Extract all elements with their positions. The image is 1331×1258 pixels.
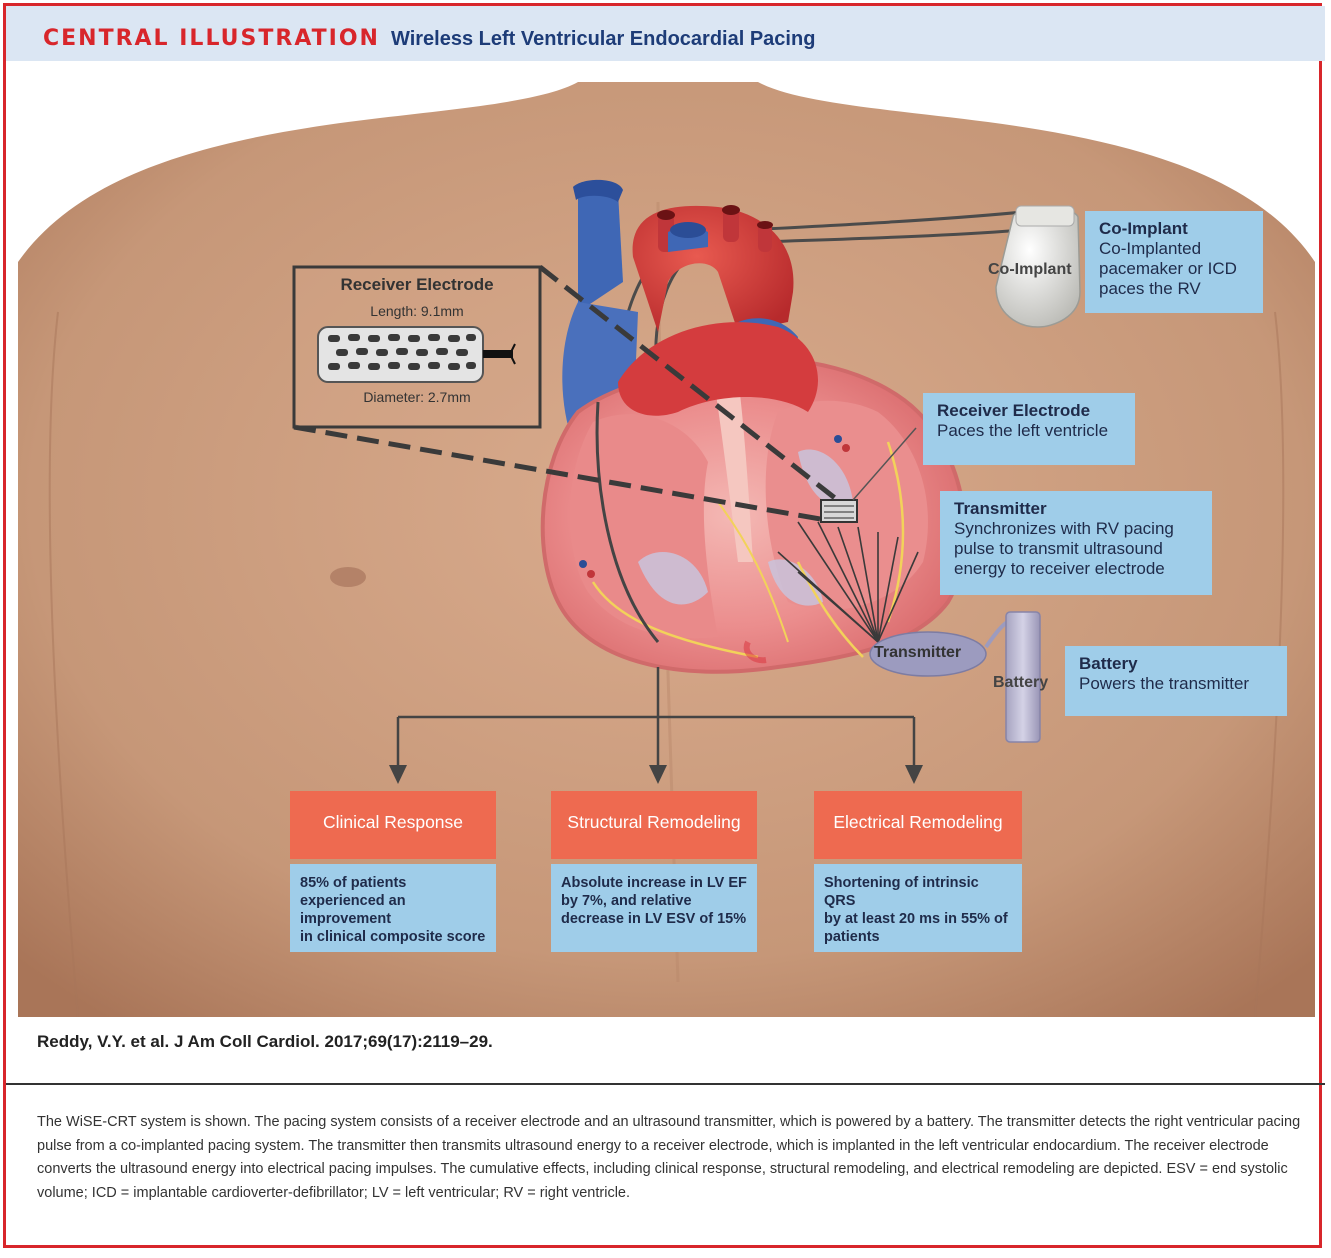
- battery-label: Battery: [993, 674, 1048, 692]
- callout-receiver-title: Receiver Electrode: [937, 401, 1121, 421]
- callout-co-implant-line: Co-Implanted: [1099, 239, 1249, 259]
- outcome-electrical-body: Shortening of intrinsic QRS by at least …: [814, 864, 1022, 952]
- callout-co-implant-line: paces the RV: [1099, 279, 1249, 299]
- divider: [6, 1083, 1325, 1085]
- callout-receiver-line: Paces the left ventricle: [937, 421, 1121, 441]
- transmitter-label: Transmitter: [874, 644, 961, 662]
- co-implant-label: Co-Implant: [988, 261, 1072, 279]
- inset-length: Length: 9.1mm: [294, 303, 540, 319]
- inset-diameter: Diameter: 2.7mm: [294, 389, 540, 405]
- outcome-structural-header: Structural Remodeling: [551, 791, 757, 859]
- outcome-structural-line: decrease in LV ESV of 15%: [561, 910, 747, 928]
- callout-transmitter-line: Synchronizes with RV pacing: [954, 519, 1198, 539]
- figure-header: CENTRAL ILLUSTRATION Wireless Left Ventr…: [6, 6, 1325, 61]
- outcome-structural-line: Absolute increase in LV EF: [561, 874, 747, 892]
- callout-battery-title: Battery: [1079, 654, 1273, 674]
- callout-transmitter-line: pulse to transmit ultrasound: [954, 539, 1198, 559]
- outcome-structural-body: Absolute increase in LV EF by 7%, and re…: [551, 864, 757, 952]
- citation: Reddy, V.Y. et al. J Am Coll Cardiol. 20…: [37, 1032, 493, 1052]
- outcome-structural-line: by 7%, and relative: [561, 892, 747, 910]
- callout-receiver: Receiver Electrode Paces the left ventri…: [923, 393, 1135, 465]
- outcome-electrical-header: Electrical Remodeling: [814, 791, 1022, 859]
- outcome-electrical-line: patients: [824, 928, 1012, 946]
- callout-battery-line: Powers the transmitter: [1079, 674, 1273, 694]
- figure-caption: The WiSE-CRT system is shown. The pacing…: [37, 1111, 1307, 1205]
- outcome-electrical-line: by at least 20 ms in 55% of: [824, 910, 1012, 928]
- callout-transmitter: Transmitter Synchronizes with RV pacing …: [940, 491, 1212, 595]
- outcome-clinical-body: 85% of patients experienced an improveme…: [290, 864, 496, 952]
- outcome-electrical-line: Shortening of intrinsic QRS: [824, 874, 1012, 910]
- outcome-clinical-header: Clinical Response: [290, 791, 496, 859]
- central-illustration-label: CENTRAL ILLUSTRATION: [43, 26, 380, 51]
- callout-transmitter-title: Transmitter: [954, 499, 1198, 519]
- callout-battery: Battery Powers the transmitter: [1065, 646, 1287, 716]
- outcome-clinical-line: experienced an improvement: [300, 892, 486, 928]
- outcome-clinical-line: in clinical composite score: [300, 928, 486, 946]
- outcome-clinical-line: 85% of patients: [300, 874, 486, 892]
- callout-co-implant: Co-Implant Co-Implanted pacemaker or ICD…: [1085, 211, 1263, 313]
- figure-title: Wireless Left Ventricular Endocardial Pa…: [391, 28, 815, 51]
- illustration: Receiver Electrode Length: 9.1mm Diamete…: [18, 82, 1315, 1017]
- callout-transmitter-line: energy to receiver electrode: [954, 559, 1198, 579]
- callout-co-implant-title: Co-Implant: [1099, 219, 1249, 239]
- inset-title: Receiver Electrode: [294, 275, 540, 295]
- callout-co-implant-line: pacemaker or ICD: [1099, 259, 1249, 279]
